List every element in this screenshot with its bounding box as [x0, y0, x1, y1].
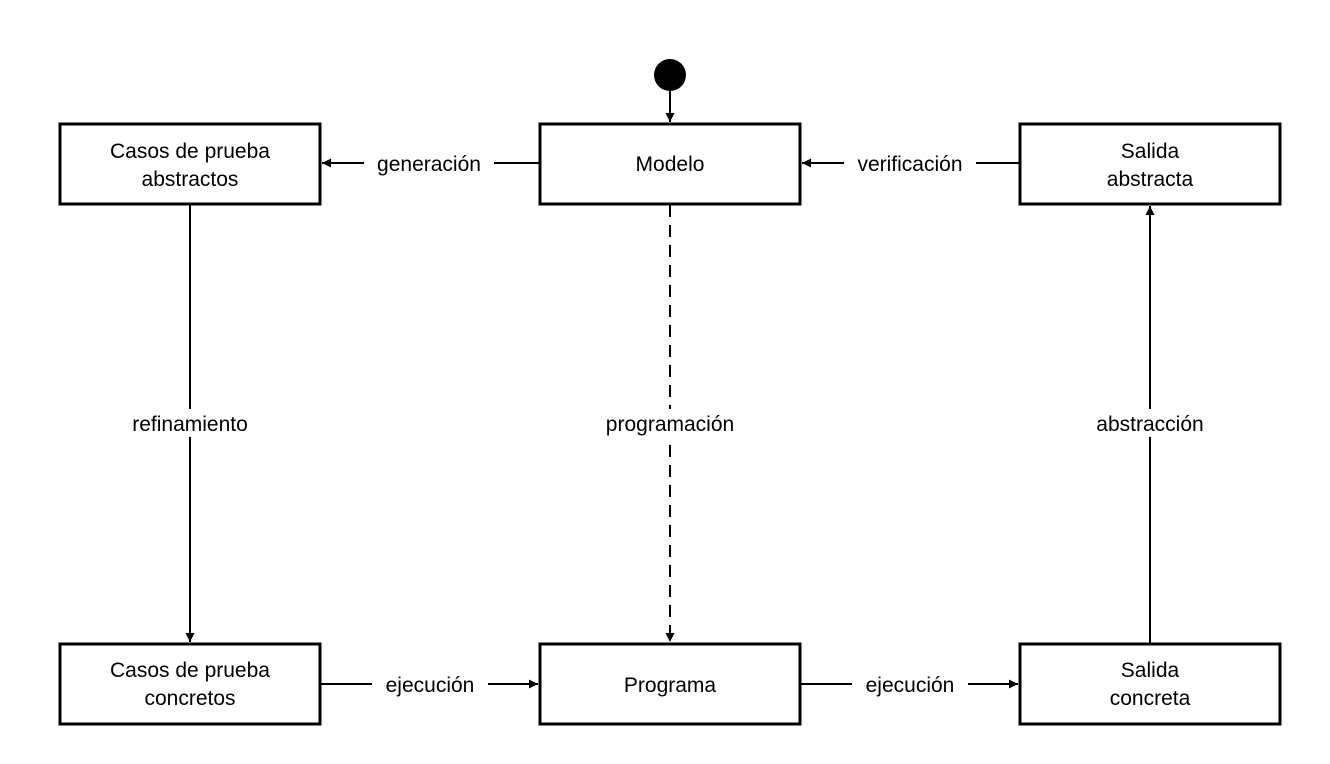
- node-label-line: abstractos: [142, 168, 239, 191]
- node-label-line: abstracta: [1107, 168, 1194, 191]
- node-label-line: concretos: [144, 687, 235, 710]
- edge-label-refinamiento: refinamiento: [132, 413, 248, 436]
- initial-node: [654, 59, 686, 91]
- edge-refinamiento: refinamiento: [118, 205, 262, 642]
- node-label-line: Casos de prueba: [110, 659, 270, 682]
- edge-label-verificacion: verificación: [857, 153, 962, 176]
- node-salida-concreta: Salida concreta: [1018, 642, 1282, 726]
- edge-label-abstraccion: abstracción: [1096, 413, 1203, 436]
- node-programa: Programa: [538, 642, 802, 726]
- node-modelo: Modelo: [538, 122, 802, 206]
- node-casos-abstractos: Casos de prueba abstractos: [58, 122, 322, 206]
- edge-label-ejecucion-2: ejecución: [866, 674, 955, 697]
- node-salida-abstracta: Salida abstracta: [1018, 122, 1282, 206]
- edge-verificacion: verificación: [802, 149, 1019, 177]
- edge-abstraccion: abstracción: [1082, 206, 1218, 643]
- node-label-line: Programa: [624, 674, 717, 697]
- node-label-line: Salida: [1121, 659, 1180, 682]
- node-label-line: concreta: [1110, 687, 1191, 710]
- edge-label-generacion: generación: [377, 153, 481, 176]
- edge-ejecucion-1: ejecución: [321, 670, 538, 698]
- node-label-line: Salida: [1121, 140, 1180, 163]
- node-label-line: Casos de prueba: [110, 140, 270, 163]
- node-label-line: Modelo: [636, 153, 705, 176]
- node-casos-concretos: Casos de prueba concretos: [58, 642, 322, 726]
- edge-generacion: generación: [322, 149, 539, 177]
- edge-label-ejecucion-1: ejecución: [386, 674, 475, 697]
- edge-ejecucion-2: ejecución: [801, 670, 1018, 698]
- edge-label-programacion: programación: [606, 413, 734, 436]
- edge-programacion: programación: [590, 205, 750, 642]
